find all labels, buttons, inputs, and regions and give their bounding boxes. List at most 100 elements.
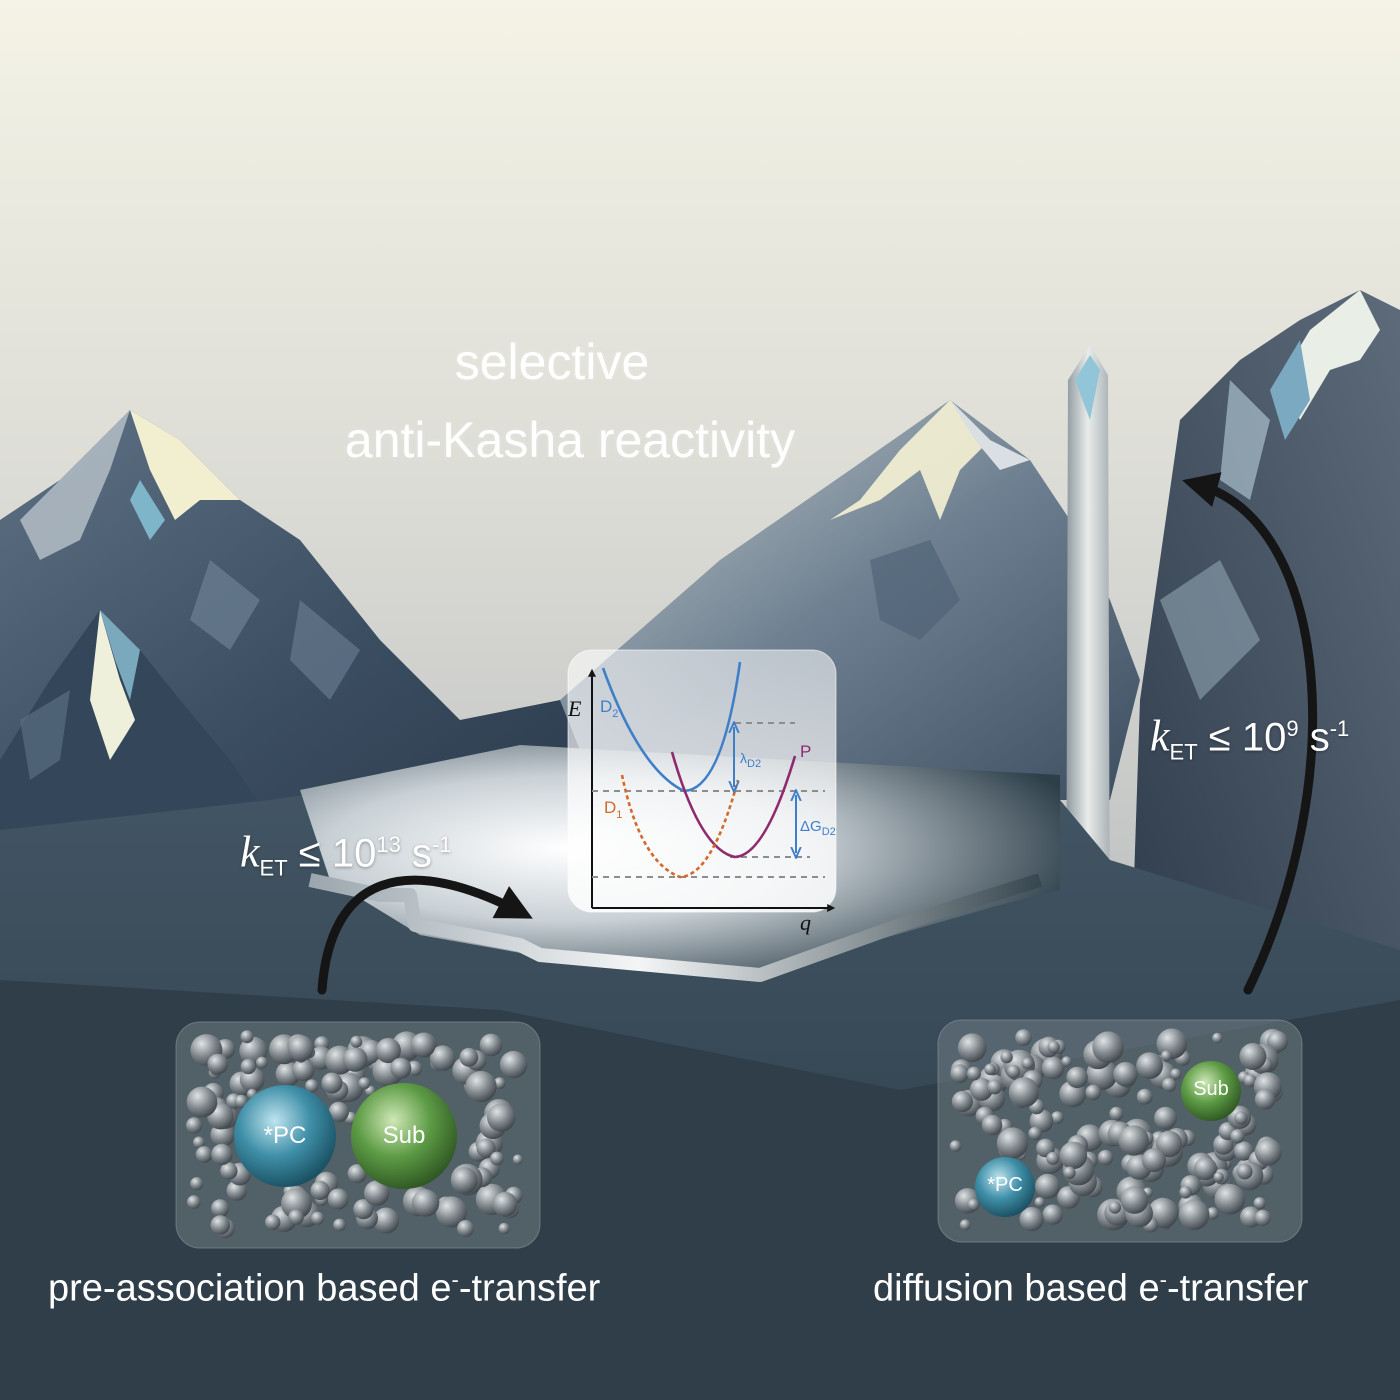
- solvent-bubble: [256, 1056, 268, 1069]
- solvent-bubble: [1028, 1126, 1042, 1140]
- solvent-bubble: [1254, 1138, 1282, 1166]
- solvent-bubbles-right: [949, 1028, 1289, 1233]
- solvent-bubble: [411, 1189, 440, 1217]
- solvent-bubble: [1206, 1207, 1219, 1220]
- solvent-bubble: [390, 1057, 412, 1079]
- solvent-bubble: [186, 1086, 218, 1118]
- sub-ball-left: [351, 1083, 457, 1189]
- solvent-bubble: [1085, 1084, 1101, 1101]
- q-axis-label: q: [800, 910, 811, 935]
- solvent-bubble: [190, 1177, 204, 1191]
- solvent-bubble: [1019, 1207, 1044, 1232]
- solvent-bubble: [1213, 1171, 1224, 1183]
- solvent-bubble: [451, 1167, 478, 1194]
- solvent-bubble: [1234, 1111, 1248, 1125]
- label-delta-g: ΔGD2: [800, 818, 836, 838]
- solvent-bubble: [1142, 1148, 1166, 1173]
- solvent-bubble: [1113, 1062, 1138, 1087]
- solvent-bubble: [479, 1033, 503, 1057]
- solvent-bubble: [457, 1220, 474, 1237]
- solvent-bubble: [487, 1103, 516, 1132]
- e-axis-label: E: [567, 696, 582, 721]
- solvent-bubble: [984, 1063, 996, 1076]
- solvent-bubble: [347, 1164, 367, 1184]
- solvent-bubble: [498, 1222, 510, 1235]
- solvent-bubble: [1061, 1056, 1072, 1067]
- solvent-bubble: [1178, 1199, 1210, 1230]
- sub-label-right: Sub: [1193, 1078, 1229, 1100]
- solvent-bubble: [1047, 1040, 1060, 1054]
- solvent-bubble: [358, 1077, 371, 1090]
- solvent-bubble: [311, 1211, 325, 1225]
- solvent-bubble: [220, 1162, 238, 1180]
- solvent-bubble: [211, 1199, 230, 1218]
- pc-ball-left: [234, 1085, 336, 1187]
- solvent-bubble: [411, 1032, 436, 1058]
- ledge-path: [308, 873, 1043, 982]
- solvent-bubble: [1236, 1163, 1253, 1180]
- solvent-bubble: [493, 1077, 506, 1090]
- solvent-bubble: [1136, 1088, 1153, 1105]
- solvent-bubble: [350, 1035, 363, 1048]
- solvent-bubble: [287, 1035, 314, 1062]
- solvent-bubble: [1239, 1043, 1267, 1070]
- solvent-bubble: [1136, 1052, 1163, 1079]
- arrow-right: [1182, 472, 1318, 995]
- solvent-bubble: [1108, 1201, 1122, 1214]
- solvent-bubble: [1179, 1186, 1192, 1199]
- solvent-bubble: [1000, 1050, 1013, 1064]
- caption-pre-association: pre-association based e--transfer: [48, 1267, 601, 1310]
- title-line-2: anti-Kasha reactivity: [344, 412, 796, 468]
- arrow-left: [317, 875, 533, 995]
- solvent-bubble: [459, 1047, 479, 1067]
- sub-label-left: Sub: [382, 1122, 426, 1149]
- solvent-bubble: [1253, 1197, 1266, 1210]
- solvent-bubble: [226, 1180, 247, 1201]
- solvent-bubble: [327, 1188, 349, 1210]
- solvent-bubble: [310, 1180, 330, 1201]
- solvent-bubble: [949, 1140, 962, 1152]
- solvent-bubble: [959, 1219, 971, 1231]
- solvent-bubble: [240, 1030, 254, 1044]
- solvent-bubble: [1120, 1186, 1149, 1214]
- rate-right: kET ≤ 109 s-1: [1150, 711, 1350, 765]
- solvent-bubble: [186, 1117, 203, 1134]
- solvent-bubble: [240, 1058, 256, 1075]
- solvent-bubble: [499, 1050, 528, 1079]
- solvent-bubble: [210, 1215, 231, 1235]
- solvent-bubble: [187, 1195, 201, 1209]
- solvent-bubble: [305, 1079, 319, 1093]
- solvent-bubble: [406, 1060, 423, 1076]
- solvent-bubble: [1155, 1130, 1183, 1158]
- solvent-bubble: [1035, 1173, 1061, 1199]
- pc-label-left: *PC: [263, 1122, 307, 1149]
- solvent-bubble: [288, 1209, 304, 1225]
- solvent-bubble: [207, 1053, 229, 1075]
- solvent-bubble: [1092, 1031, 1124, 1063]
- solvent-bubble: [1212, 1032, 1223, 1044]
- label-d2: D2: [600, 697, 618, 720]
- solvent-bubble: [364, 1180, 390, 1206]
- solvent-bubble: [465, 1071, 497, 1103]
- solvent-bubble: [981, 1114, 1003, 1136]
- solvent-bubble: [1160, 1050, 1172, 1062]
- solvent-bubble: [373, 1207, 400, 1234]
- solvent-bubble: [1254, 1209, 1271, 1226]
- sub-ball-right: [1181, 1061, 1241, 1121]
- solvent-bubble: [987, 1079, 1002, 1095]
- solvent-bubble: [328, 1101, 349, 1123]
- solvent-bubble: [1051, 1111, 1064, 1124]
- solvent-bubble: [353, 1199, 374, 1220]
- solvent-bubble: [492, 1191, 518, 1217]
- mountain-right: [1130, 290, 1400, 1000]
- solvent-bubble: [1154, 1106, 1177, 1130]
- title-line-1: selective: [454, 334, 650, 390]
- label-p: P: [800, 742, 811, 761]
- solvent-bubble: [996, 1127, 1029, 1159]
- solvent-bubble: [195, 1146, 213, 1163]
- solvent-bubbles-left: [186, 1030, 528, 1239]
- solvent-bubble: [430, 1045, 456, 1071]
- solvent-bubble: [1254, 1089, 1276, 1110]
- solvent-bubble: [321, 1072, 343, 1094]
